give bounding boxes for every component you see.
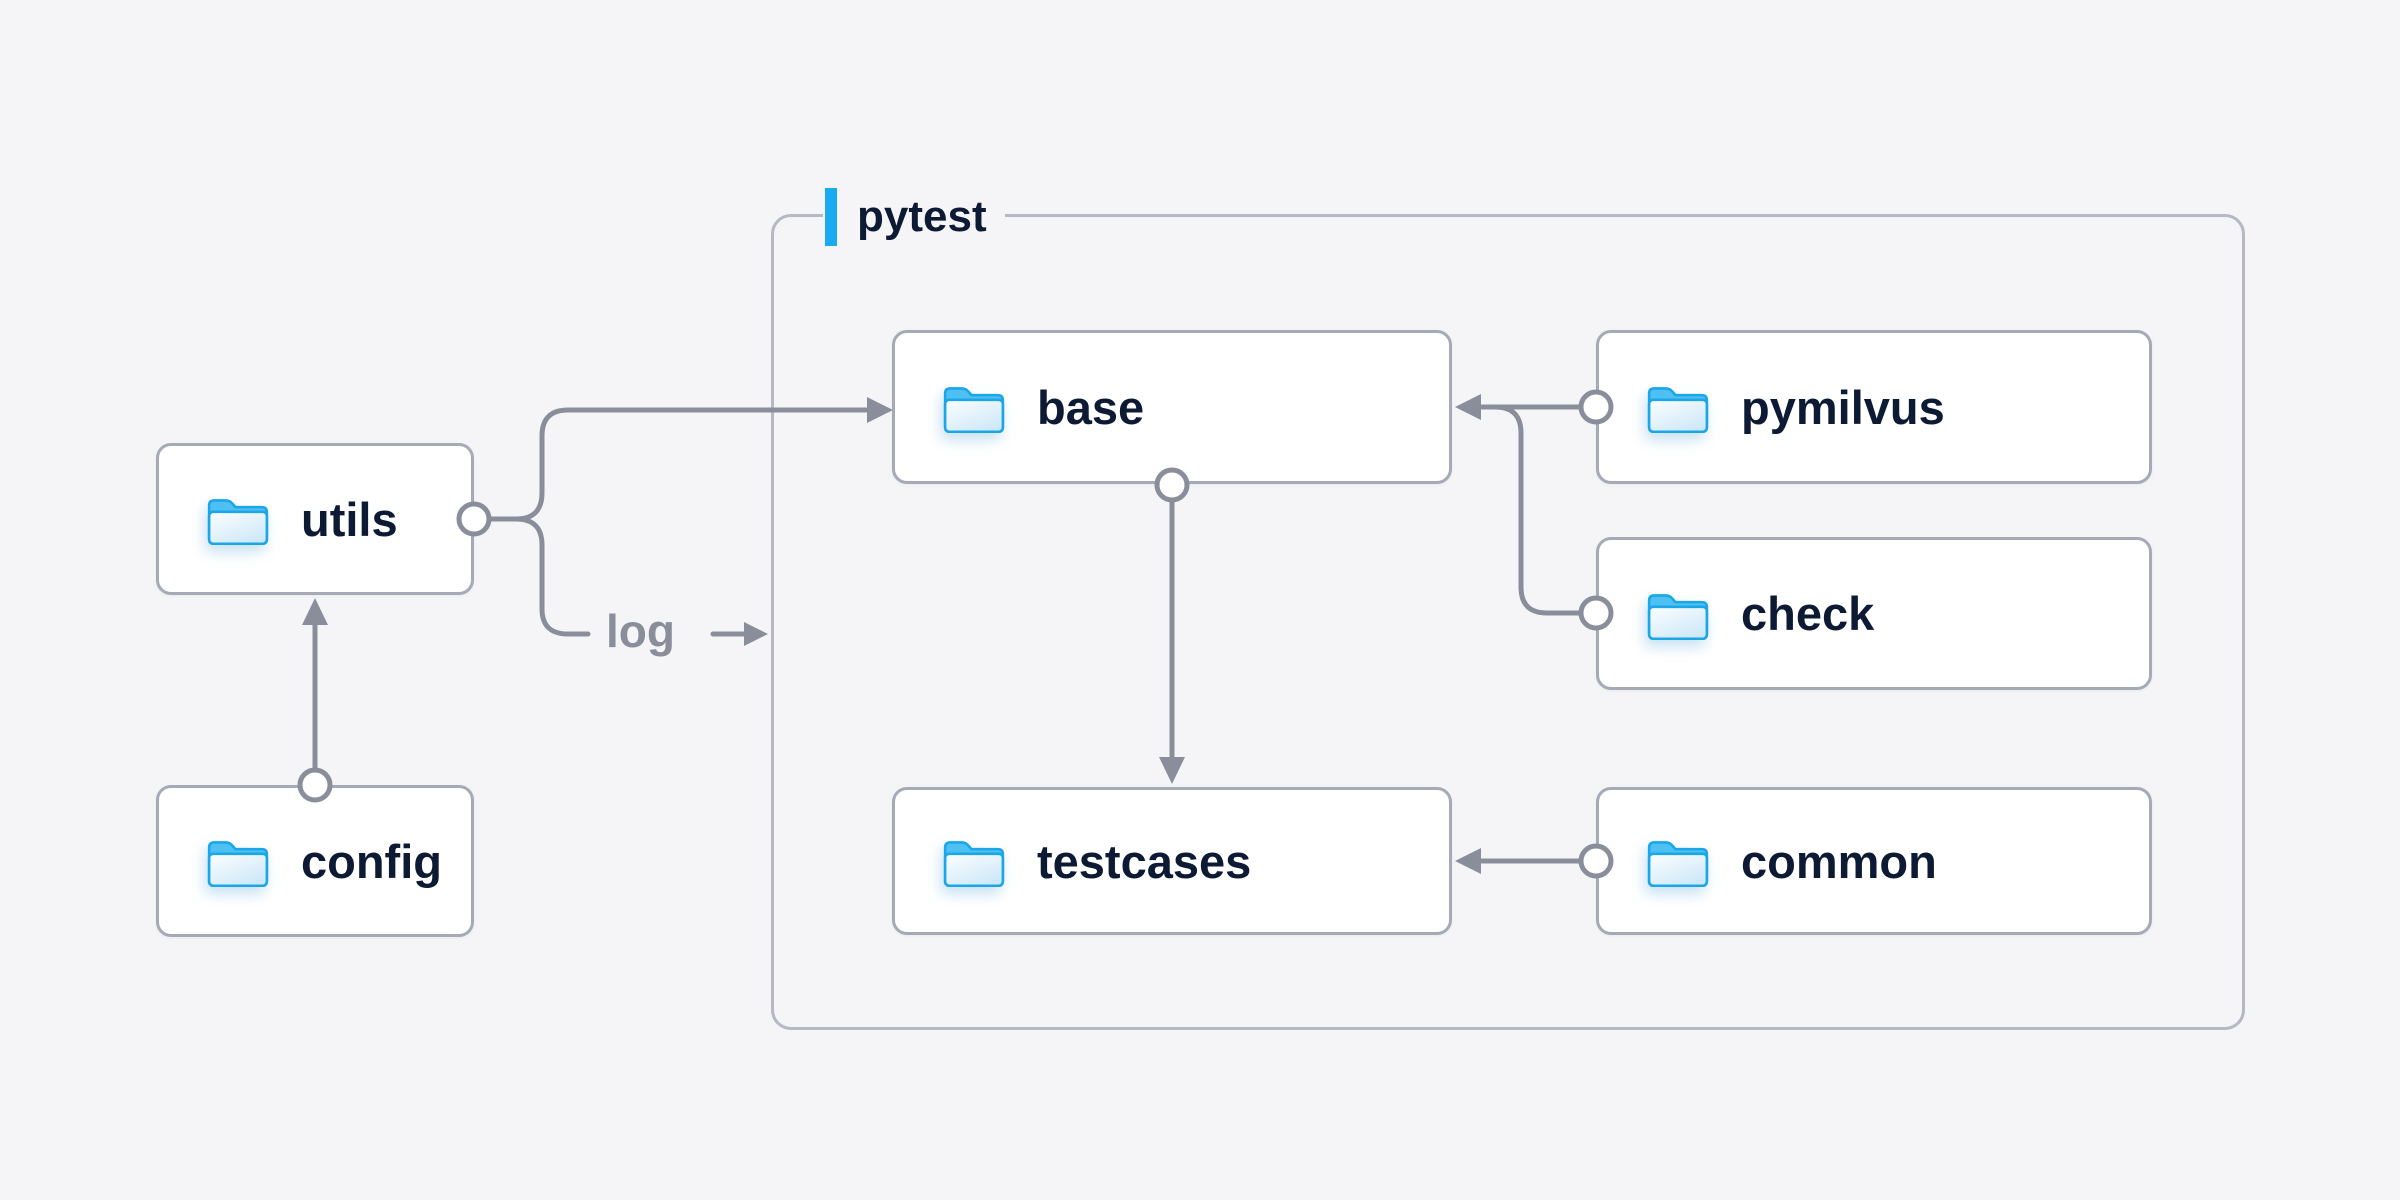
node-pymilvus: pymilvus — [1596, 330, 2152, 484]
node-label: utils — [301, 492, 398, 546]
node-label: base — [1037, 380, 1145, 434]
edge-config-utils — [302, 598, 328, 771]
pytest-group-label: pytest — [823, 187, 1005, 247]
node-label: pymilvus — [1741, 380, 1945, 434]
folder-icon — [1647, 841, 1709, 888]
folder-icon — [1647, 593, 1709, 640]
edge-label-log: log — [606, 604, 675, 657]
folder-icon — [943, 841, 1005, 888]
group-title: pytest — [857, 192, 987, 241]
node-label: config — [301, 834, 442, 888]
node-base: base — [892, 330, 1452, 484]
node-check: check — [1596, 537, 2152, 690]
node-label: check — [1741, 587, 1875, 640]
folder-icon — [1647, 387, 1709, 434]
node-common: common — [1596, 787, 2152, 935]
pytest-group-container: pytest — [771, 187, 2245, 1030]
folder-icon — [207, 841, 269, 888]
node-label: testcases — [1037, 834, 1252, 888]
node-utils: utils — [156, 443, 474, 595]
folder-icon — [207, 499, 269, 546]
node-config: config — [156, 785, 474, 937]
node-label: common — [1741, 834, 1937, 888]
accent-bar — [825, 188, 837, 246]
node-testcases: testcases — [892, 787, 1452, 935]
folder-icon — [943, 387, 1005, 434]
